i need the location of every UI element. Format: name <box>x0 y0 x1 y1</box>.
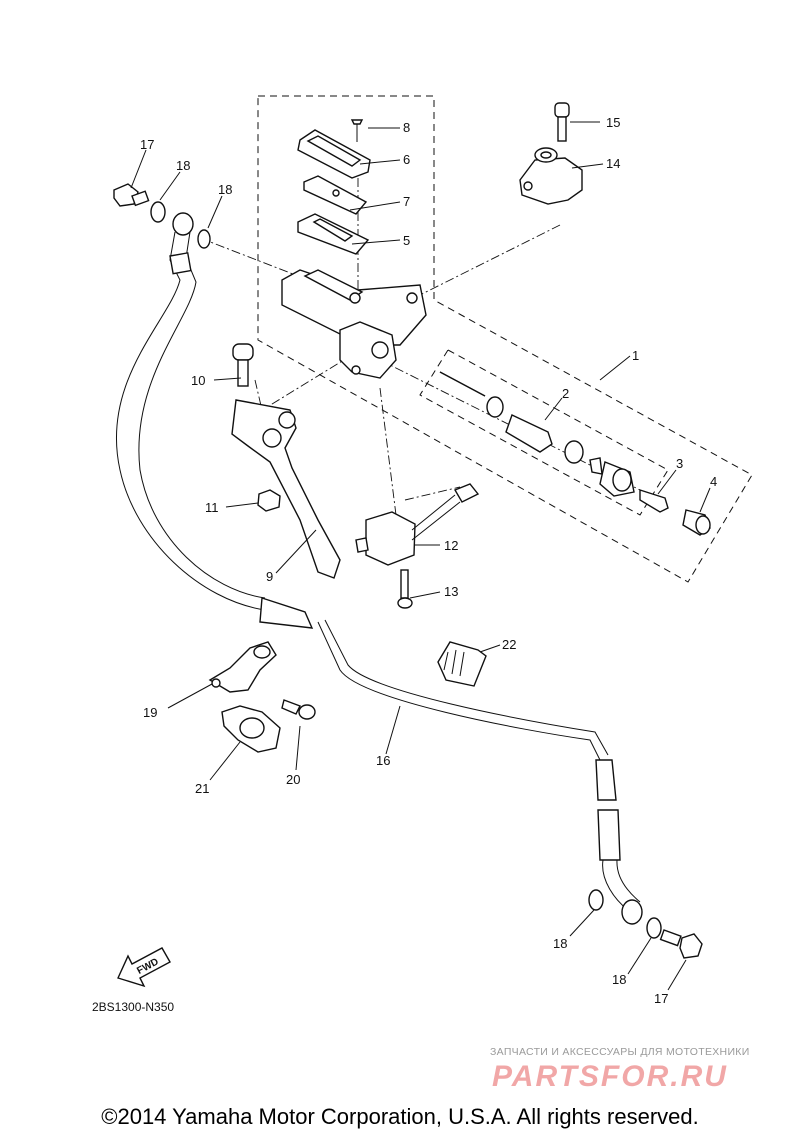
callout-6: 6 <box>403 152 410 167</box>
assembly-line <box>379 387 397 516</box>
callout-13: 13 <box>444 584 458 599</box>
lever <box>231 399 341 579</box>
master-cylinder-body <box>281 269 427 379</box>
reservoir-cap <box>297 129 371 179</box>
callout-20: 20 <box>286 772 300 787</box>
watermark-subtitle: ЗАПЧАСТИ И АКСЕССУАРЫ ДЛЯ МОТОТЕХНИКИ <box>490 1046 750 1058</box>
bolt-10 <box>232 343 254 387</box>
assembly-line <box>419 224 561 296</box>
callout-22: 22 <box>502 637 516 652</box>
callout-15: 15 <box>606 115 620 130</box>
group-box-reservoir <box>257 95 753 583</box>
bolt-15 <box>554 102 570 142</box>
callout-18-top-1: 18 <box>176 158 190 173</box>
clutch-switch <box>355 483 480 566</box>
callout-10: 10 <box>191 373 205 388</box>
callout-2: 2 <box>562 386 569 401</box>
hose-clamp <box>208 641 277 693</box>
callout-21: 21 <box>195 781 209 796</box>
fwd-arrow-icon: FWD <box>117 947 171 988</box>
callout-18-bottom-2: 18 <box>612 972 626 987</box>
screw-13 <box>397 569 413 609</box>
diaphragm <box>297 213 370 255</box>
callout-17-top: 17 <box>140 137 154 152</box>
assembly-line <box>404 486 461 501</box>
callout-11: 11 <box>205 500 219 515</box>
piston-kit <box>439 371 635 497</box>
callout-17-bottom: 17 <box>654 991 668 1006</box>
hose-guide <box>437 641 487 687</box>
callout-19: 19 <box>143 705 157 720</box>
boot <box>682 509 711 536</box>
washer-top-1 <box>150 201 166 223</box>
callout-9: 9 <box>266 569 273 584</box>
diaphragm-holder <box>303 175 368 215</box>
callout-1: 1 <box>632 348 639 363</box>
callout-5: 5 <box>403 233 410 248</box>
nut-11 <box>257 489 281 512</box>
callout-3: 3 <box>676 456 683 471</box>
screw-8 <box>350 119 364 142</box>
callout-8: 8 <box>403 120 410 135</box>
washer-bottom-2 <box>646 917 662 939</box>
callout-7: 7 <box>403 194 410 209</box>
callout-16: 16 <box>376 753 390 768</box>
leader-lines <box>130 121 711 991</box>
push-rod <box>639 489 669 513</box>
callout-4: 4 <box>710 474 717 489</box>
washer-bottom-1 <box>588 889 604 911</box>
bolt-20 <box>281 699 316 720</box>
banjo-bolt-top <box>113 183 150 207</box>
callout-18-top-2: 18 <box>218 182 232 197</box>
clutch-hose <box>115 212 643 925</box>
hose-clip <box>221 705 281 753</box>
watermark-logo: PARTSFOR.RU <box>492 1060 728 1092</box>
clamp-holder <box>519 147 583 205</box>
watermark-logo-text: PARTSFOR.RU <box>492 1060 728 1092</box>
banjo-bolt-bottom <box>659 929 703 959</box>
callout-14: 14 <box>606 156 620 171</box>
washer-top-2 <box>197 229 211 249</box>
callout-18-bottom-1: 18 <box>553 936 567 951</box>
callout-12: 12 <box>444 538 458 553</box>
copyright-notice: ©2014 Yamaha Motor Corporation, U.S.A. A… <box>101 1104 699 1129</box>
group-box-piston-kit <box>419 349 669 516</box>
diagram-code: 2BS1300-N350 <box>92 1000 175 1014</box>
